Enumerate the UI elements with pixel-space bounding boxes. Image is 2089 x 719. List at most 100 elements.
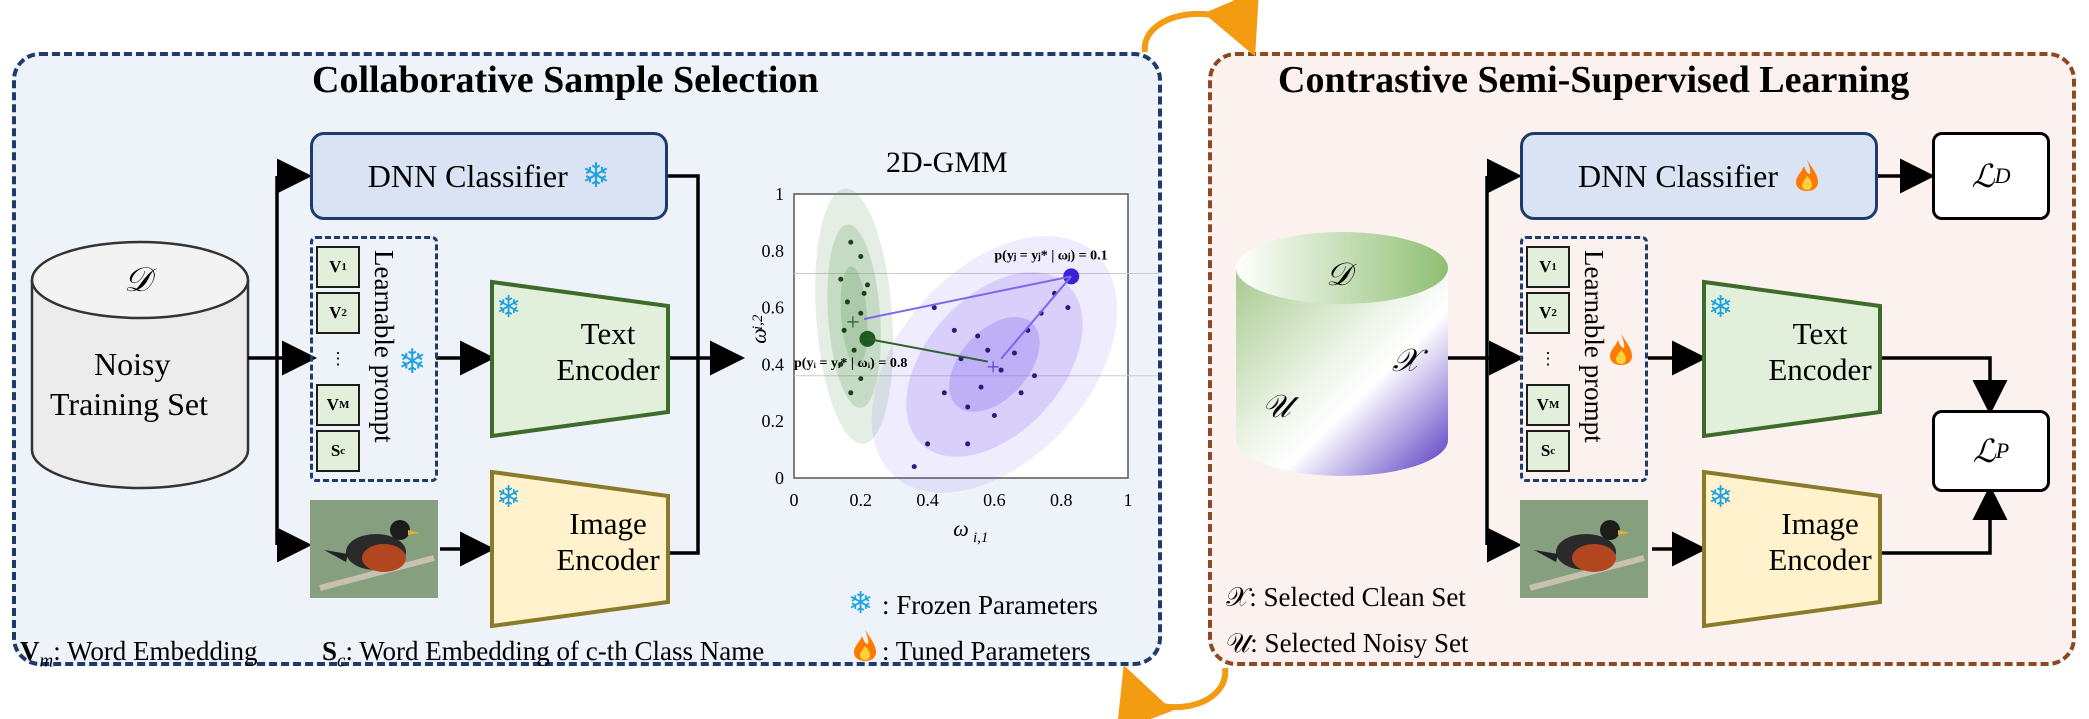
right-text-encoder-label: Text Encoder	[1760, 316, 1880, 388]
left-text-encoder-shape	[490, 279, 670, 439]
prompt-token-subscript: M	[1548, 399, 1560, 411]
left-text-encoder-line2: Encoder	[556, 352, 660, 387]
gmm-point	[838, 361, 844, 367]
gmm-purple-ellipse	[871, 236, 1118, 493]
prompt-token-symbol: V	[329, 303, 342, 322]
selected-sets-cylinder	[1236, 232, 1448, 476]
prompt-token-symbol: V	[1536, 395, 1549, 414]
gmm-point	[978, 384, 984, 390]
gmm-annotation-j: p(yⱼ = yⱼ* | ωⱼ) = 0.1	[994, 248, 1107, 263]
prompt-token-subscript: 2	[341, 307, 347, 319]
gmm-point	[848, 239, 854, 245]
prompt-token-symbol: S	[330, 441, 341, 460]
snowflake-icon: ❄	[496, 481, 522, 514]
footer-vm: Vm: Word Embedding	[20, 636, 258, 672]
prompt-token-symbol: S	[1540, 441, 1551, 460]
cycle-arrow-top	[1141, 0, 1259, 57]
noisy-training-set-cylinder	[30, 240, 250, 490]
snowflake-icon: ❄	[848, 587, 874, 620]
prompt-token-symbol: V	[329, 257, 342, 276]
left-image-encoder-line2: Encoder	[556, 542, 660, 577]
flame-icon	[1608, 332, 1634, 371]
gmm-x-tick-label: 0.2	[850, 490, 873, 510]
gmm-x-tick-label: 0.6	[983, 490, 1006, 510]
loss-d-superscript: D	[1994, 163, 2011, 188]
right-panel-title: Contrastive Semi-Supervised Learning	[1278, 59, 1910, 101]
prompt-token-subscript: c	[340, 445, 346, 457]
right-text-encoder-line2: Encoder	[1768, 352, 1872, 387]
bird-photo-drawing	[310, 500, 438, 598]
footer-sc-subscript: c	[337, 650, 346, 672]
prompt-token-symbol: ⋮	[329, 349, 347, 368]
gmm-point	[841, 327, 847, 333]
noisy-set-symbol: 𝒰	[1262, 388, 1291, 424]
gmm-y-tick-label: 0.2	[762, 411, 785, 431]
noisy-label: Noisy	[94, 346, 171, 382]
gmm-y-axis-label: ω	[746, 328, 771, 344]
right-image-encoder-label: Image Encoder	[1760, 506, 1880, 578]
gmm-arrow-green	[867, 337, 988, 363]
prompt-token-subscript: c	[1550, 445, 1556, 457]
footer-vm-text: : Word Embedding	[53, 636, 258, 666]
bird-photo-drawing-right	[1520, 500, 1648, 598]
left-image-encoder-label: Image Encoder	[548, 506, 668, 578]
right-text-encoder-line1: Text	[1792, 316, 1848, 351]
right-dnn-label: DNN Classifier	[1578, 157, 1778, 194]
gmm-point	[848, 390, 854, 396]
prompt-token-symbol: V	[1539, 303, 1552, 322]
flame-icon	[852, 628, 878, 667]
gmm-x-axis-label-sub: i,1	[973, 530, 988, 546]
snowflake-icon: ❄	[496, 291, 522, 324]
gmm-x-tick-label: 0.4	[916, 490, 939, 510]
gmm-point	[844, 299, 850, 305]
gmm-point	[985, 347, 991, 353]
left-text-encoder-label: Text Encoder	[548, 316, 668, 388]
gmm-y-tick-label: 0	[775, 468, 784, 488]
left-dnn-label: DNN Classifier	[367, 157, 568, 194]
gmm-point	[861, 290, 867, 296]
snowflake-icon: ❄	[398, 344, 427, 381]
flame-icon	[1794, 158, 1820, 200]
gmm-point	[965, 441, 971, 447]
gmm-point	[1065, 305, 1071, 311]
loss-d-symbol: ℒ	[1971, 158, 1995, 194]
prompt-token-symbol: V	[1539, 257, 1552, 276]
bird-photo	[310, 500, 438, 598]
snowflake-icon: ❄	[581, 158, 611, 195]
right-image-encoder-shape	[1702, 469, 1882, 629]
gmm-arrow-purple	[863, 275, 1072, 320]
left-dataset-symbol: 𝒟	[124, 262, 152, 299]
footer-vm-subscript: m	[39, 650, 54, 672]
gmm-x-tick-label: 1	[1124, 490, 1133, 510]
gmm-point	[951, 327, 957, 333]
gmm-point	[858, 310, 864, 316]
left-text-encoder-line1: Text	[580, 316, 636, 351]
snowflake-icon: ❄	[1708, 481, 1734, 514]
gmm-y-tick-label: 0.4	[762, 354, 785, 374]
gmm-point	[991, 413, 997, 419]
gmm-point	[1011, 350, 1017, 356]
gmm-point	[975, 333, 981, 339]
clean-set-symbol: 𝒳	[1392, 342, 1420, 378]
cycle-arrow-bottom	[1116, 665, 1229, 719]
footer-vm-symbol: V	[20, 636, 40, 666]
gmm-annotation-i: p(yᵢ = yᵢ* | ωᵢ) = 0.8	[794, 356, 907, 371]
right-dataset-symbol: 𝒟	[1326, 256, 1352, 292]
left-prompt-label: Learnable prompt	[369, 250, 399, 443]
gmm-point	[941, 390, 947, 396]
gmm-green-ellipse	[815, 188, 894, 444]
prompt-token-subscript: 1	[1551, 261, 1557, 273]
gmm-point	[998, 367, 1004, 373]
gmm-point	[864, 282, 870, 288]
gmm-arrow-purple	[1000, 275, 1072, 360]
prompt-token-subscript: 1	[341, 261, 347, 273]
